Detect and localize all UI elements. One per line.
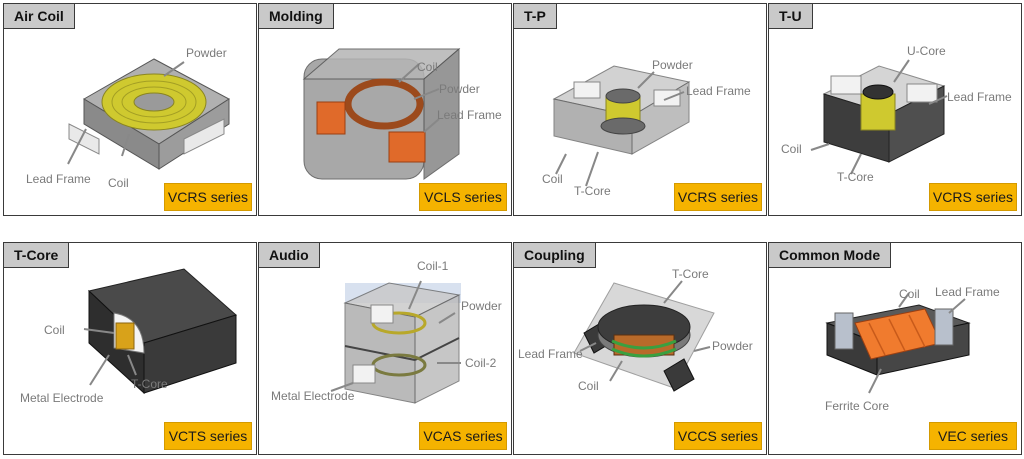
series-badge: VCRS series <box>164 183 252 211</box>
cell-title: T-Core <box>4 243 70 268</box>
cell-t-u: T-U U-Core Lead Frame Coil T-Core VCRS s… <box>768 3 1022 216</box>
label-powder: Powder <box>439 82 480 96</box>
cell-t-core: T-Core Coil Metal Electrode T-Core VCTS … <box>3 242 257 455</box>
coupling-illustration <box>573 280 715 392</box>
t-u-illustration <box>810 59 948 175</box>
label-powder: Powder <box>186 46 227 60</box>
air-coil-illustration <box>67 58 230 170</box>
cell-title: Audio <box>259 243 320 268</box>
label-lead-frame: Lead Frame <box>518 347 583 361</box>
cell-title: Air Coil <box>4 4 75 29</box>
t-p-illustration <box>552 65 691 187</box>
label-powder: Powder <box>712 339 753 353</box>
label-coil-1: Coil-1 <box>417 259 449 273</box>
common-mode-illustration <box>825 292 971 394</box>
cell-audio: Audio Coil-1 Powder Coil-2 Metal Electro… <box>258 242 512 455</box>
label-lead-frame: Lead Frame <box>437 108 502 122</box>
cell-title: T-U <box>769 4 813 29</box>
label-lead-frame: Lead Frame <box>935 285 1000 299</box>
cell-title: Molding <box>259 4 334 29</box>
molding-illustration <box>302 47 461 180</box>
label-coil-2: Coil-2 <box>465 356 497 370</box>
cell-title: Common Mode <box>769 243 892 268</box>
label-powder: Powder <box>461 299 502 313</box>
cell-air-coil: Air Coil Powder Lead Frame Coil VCRS ser… <box>3 3 257 216</box>
series-badge: VCCS series <box>674 422 762 450</box>
label-coil: Coil <box>44 323 65 337</box>
label-lead-frame: Lead Frame <box>686 84 751 98</box>
series-badge: VCAS series <box>419 422 507 450</box>
cell-common-mode: Common Mode Coil Lead Frame Ferrite Core… <box>768 242 1022 455</box>
cell-title: Coupling <box>514 243 596 268</box>
series-badge: VCRS series <box>929 183 1017 211</box>
label-metal-electrode: Metal Electrode <box>271 389 355 403</box>
label-lead-frame: Lead Frame <box>947 90 1012 104</box>
label-powder: Powder <box>652 58 693 72</box>
label-t-core: T-Core <box>837 170 874 184</box>
label-ferrite-core: Ferrite Core <box>825 399 890 413</box>
cell-coupling: Coupling T-Core Lead Frame Powder Coil V… <box>513 242 767 455</box>
label-t-core: T-Core <box>131 377 168 391</box>
label-coil: Coil <box>542 172 563 186</box>
label-t-core: T-Core <box>574 184 611 198</box>
label-t-core: T-Core <box>672 267 709 281</box>
label-metal-electrode: Metal Electrode <box>20 391 104 405</box>
cell-molding: Molding Coil Powder Lead Frame VCLS seri… <box>258 3 512 216</box>
label-coil: Coil <box>108 176 129 190</box>
t-core-illustration <box>83 268 238 395</box>
series-badge: VCRS series <box>674 183 762 211</box>
label-u-core: U-Core <box>907 44 946 58</box>
label-coil: Coil <box>578 379 599 393</box>
label-coil: Coil <box>781 142 802 156</box>
cell-t-p: T-P Powder Lead Frame Coil T-Core VCRS s… <box>513 3 767 216</box>
cell-title: T-P <box>514 4 557 29</box>
label-coil: Coil <box>417 60 438 74</box>
series-badge: VEC series <box>929 422 1017 450</box>
series-badge: VCLS series <box>419 183 507 211</box>
label-coil: Coil <box>899 287 920 301</box>
audio-illustration <box>330 280 461 404</box>
label-lead-frame: Lead Frame <box>26 172 91 186</box>
series-badge: VCTS series <box>164 422 252 450</box>
